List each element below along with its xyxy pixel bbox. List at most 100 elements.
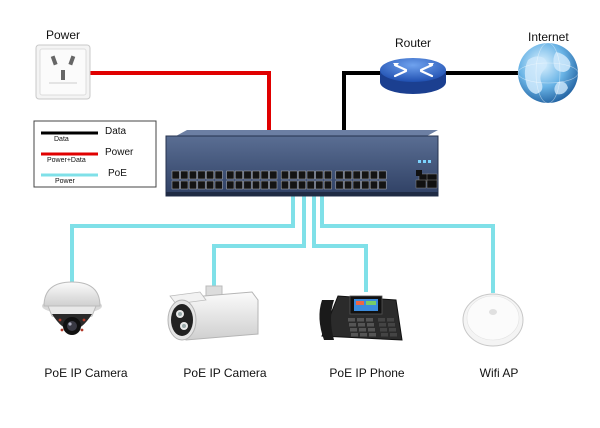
ethernet-ports-bottom [171,180,387,190]
ethernet-port [260,170,269,180]
legend-data-sub: Data [54,136,69,143]
ethernet-port [171,180,180,190]
ip-phone-icon [319,295,403,341]
router-data-line [342,71,380,130]
device-label-camera-2: PoE IP Camera [183,366,267,380]
dome-camera-icon [42,281,102,335]
ethernet-port [243,180,252,190]
phone-key [351,333,358,337]
ethernet-port [323,170,332,180]
ethernet-port [298,170,307,180]
ethernet-port [335,180,344,190]
router-icon [380,58,446,94]
ethernet-port [315,170,324,180]
ethernet-port [289,180,298,190]
phone-key [348,318,355,322]
ethernet-port [344,180,353,190]
phone-key [379,323,386,327]
ethernet-port [206,170,215,180]
phone-key [368,328,375,332]
ethernet-port [361,180,370,190]
ethernet-port [306,180,315,190]
device-label-camera-1: PoE IP Camera [44,366,128,380]
ethernet-port [197,180,206,190]
poe-line-camera-2 [212,196,306,288]
ethernet-port [180,180,189,190]
globe-icon [517,42,579,104]
legend-power-label: Power [105,147,134,158]
ethernet-port [280,170,289,180]
keypad [348,318,397,337]
router-label: Router [395,36,432,50]
device-label-phone: PoE IP Phone [329,366,405,380]
ethernet-port [344,170,353,180]
ethernet-port [378,170,387,180]
ethernet-ports-top [171,170,387,180]
phone-key [387,318,394,322]
status-leds [418,160,431,163]
ethernet-port [378,180,387,190]
phone-key [349,323,356,327]
ethernet-port [260,180,269,190]
power-line [90,71,271,130]
ethernet-port [361,170,370,180]
ethernet-port [206,180,215,190]
power-label: Power [46,28,81,42]
phone-key [357,318,364,322]
phone-key [381,333,388,337]
ethernet-port [298,180,307,190]
ethernet-port [188,170,197,180]
phone-key [389,328,396,332]
ethernet-port [226,180,235,190]
ethernet-port [188,180,197,190]
ethernet-port [369,180,378,190]
device-label-ap: Wifi AP [479,366,519,380]
phone-key [380,328,387,332]
ethernet-port [352,170,361,180]
ethernet-port [369,170,378,180]
ethernet-port [243,170,252,180]
internet-label: Internet [528,30,569,44]
ethernet-port [280,180,289,190]
connection-lines [70,71,520,293]
phone-key [366,318,373,322]
legend [33,120,157,188]
phone-key [369,333,376,337]
ethernet-port [180,170,189,180]
ethernet-port [171,170,180,180]
power-socket-icon [35,44,91,100]
phone-key [358,323,365,327]
phone-key [367,323,374,327]
phone-key [378,318,385,322]
ethernet-port [335,170,344,180]
legend-power-sub: Power+Data [47,157,86,164]
ethernet-port [252,180,261,190]
phone-key [359,328,366,332]
poe-switch-icon [165,130,439,197]
poe-line-ap [320,196,495,293]
bullet-camera-icon [167,285,259,341]
ethernet-port [269,180,278,190]
phone-key [388,323,395,327]
console-port [416,170,422,176]
phone-key [360,333,367,337]
ethernet-port [214,180,223,190]
wifi-ap-icon [462,293,524,347]
ethernet-port [306,170,315,180]
ethernet-port [289,170,298,180]
poe-line-phone [312,196,368,292]
ethernet-port [352,180,361,190]
phone-key [390,333,397,337]
ethernet-port [197,170,206,180]
ethernet-port [269,170,278,180]
phone-key [350,328,357,332]
ethernet-port [226,170,235,180]
ethernet-port [234,180,243,190]
sfp-ports [415,173,438,189]
poe-line-camera-1 [70,196,295,284]
ethernet-port [214,170,223,180]
legend-poe-label: PoE [108,168,127,179]
ethernet-port [234,170,243,180]
